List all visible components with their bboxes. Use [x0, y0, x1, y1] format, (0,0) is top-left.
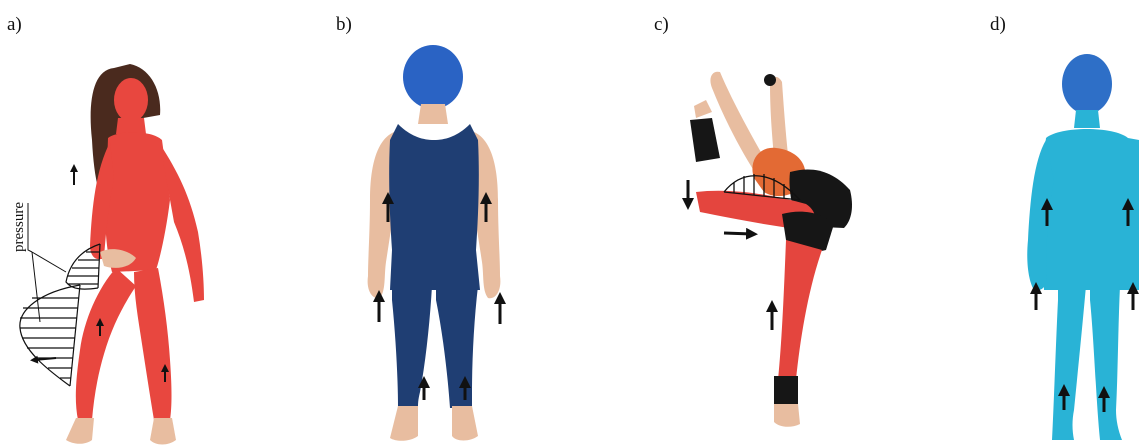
foot-a-right — [150, 418, 176, 445]
pressure-diagram-calf — [20, 285, 80, 386]
figure-d — [1027, 54, 1139, 440]
head-mask-d — [1062, 54, 1112, 114]
figure-b — [368, 45, 501, 441]
neck-b — [418, 104, 448, 124]
foot-top-c — [694, 100, 712, 118]
pressure-leader-lines — [28, 203, 66, 322]
foot-c — [774, 404, 800, 427]
head-mask-b — [403, 45, 463, 109]
foot-b-right — [452, 406, 478, 441]
legwarmer-c — [774, 376, 798, 406]
bodysuit-d — [1027, 110, 1139, 440]
pressure-label: pressure — [11, 202, 27, 252]
foot-a-left — [66, 418, 94, 444]
legwarmer-top-c — [690, 118, 720, 162]
bodysuit-b — [389, 124, 480, 408]
wristband-c — [764, 74, 776, 86]
figure-a: pressure — [11, 64, 204, 445]
standing-leg-c — [778, 240, 822, 380]
figure-c — [688, 72, 852, 427]
foot-b-left — [390, 406, 418, 441]
